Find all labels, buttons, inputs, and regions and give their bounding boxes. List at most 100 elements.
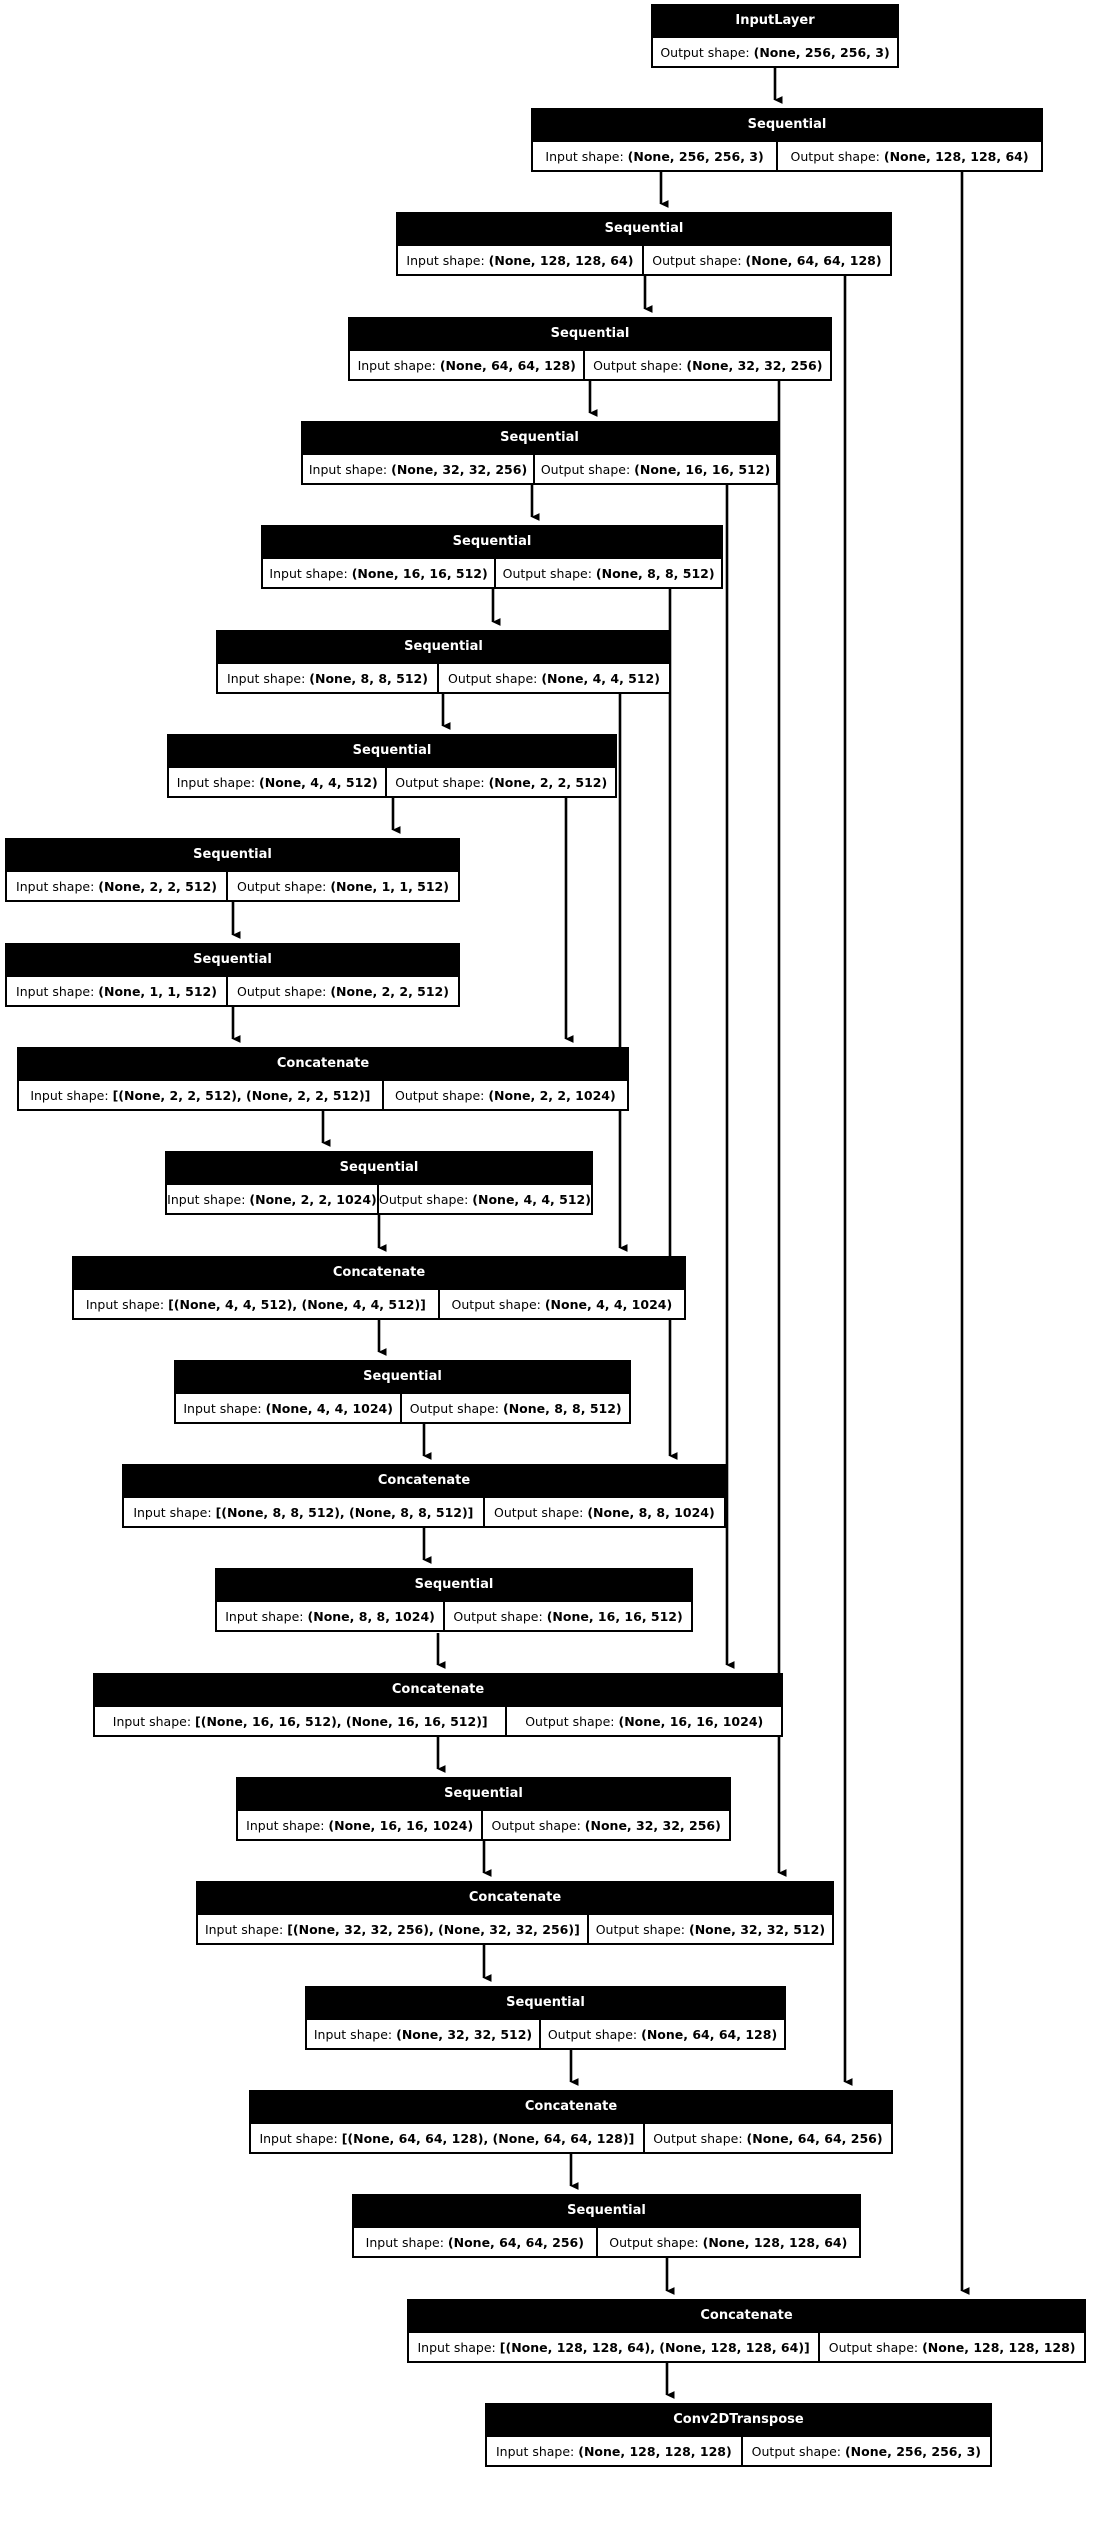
node-output-shape-value: (None, 2, 2, 512): [330, 983, 449, 999]
node-input-shape: Input shape: [(None, 2, 2, 512), (None, …: [19, 1079, 382, 1109]
node-input-shape-value: [(None, 16, 16, 512), (None, 16, 16, 512…: [195, 1713, 488, 1729]
node-input-shape-label: Input shape:: [357, 357, 436, 373]
node-output-shape-value: (None, 4, 4, 512): [541, 670, 660, 686]
node-output-shape-label: Output shape:: [547, 2026, 638, 2042]
node-output-shape-value: (None, 2, 2, 512): [488, 774, 608, 790]
node-input-shape: Input shape: (None, 64, 64, 256): [354, 2226, 596, 2256]
node-input-shape-value: [(None, 128, 128, 64), (None, 128, 128, …: [499, 2339, 810, 2355]
node-input-shape-value: (None, 16, 16, 1024): [328, 1817, 474, 1833]
node-input-shape-label: Input shape:: [495, 2443, 575, 2459]
node-shape-row: Input shape: [(None, 32, 32, 256), (None…: [198, 1913, 832, 1943]
node-output-shape-label: Output shape:: [525, 1713, 615, 1729]
node-input-shape: Input shape: (None, 128, 128, 128): [487, 2435, 741, 2465]
node-title: Concatenate: [409, 2301, 1084, 2331]
node-output-shape-value: (None, 128, 128, 64): [883, 148, 1029, 164]
node-title: Sequential: [169, 736, 615, 766]
node-title: Sequential: [350, 319, 830, 349]
node-input-shape-label: Input shape:: [176, 774, 256, 790]
node-input-shape-value: (None, 16, 16, 512): [351, 565, 488, 581]
node-shape-row: Input shape: (None, 8, 8, 512)Output sha…: [218, 662, 670, 692]
node-output-shape: Output shape: (None, 32, 32, 512): [586, 1913, 832, 1943]
node-input-shape-label: Input shape:: [259, 2130, 338, 2146]
node-output-shape-label: Output shape:: [751, 2443, 841, 2459]
node-input-shape-label: Input shape:: [133, 1504, 212, 1520]
node-output-shape: Output shape: (None, 16, 16, 512): [443, 1600, 691, 1630]
node-output-shape-value: (None, 16, 16, 1024): [618, 1713, 764, 1729]
node-output-shape-label: Output shape:: [448, 670, 538, 686]
node-output-shape-value: (None, 4, 4, 1024): [544, 1296, 673, 1312]
node-input-shape: Input shape: (None, 2, 2, 512): [7, 870, 226, 900]
node-shape-row: Input shape: (None, 32, 32, 512)Output s…: [307, 2018, 784, 2048]
node-input-shape-label: Input shape:: [308, 461, 388, 477]
node-output-shape-value: (None, 4, 4, 512): [472, 1191, 591, 1207]
node-title: Sequential: [303, 423, 776, 453]
node-output-shape-label: Output shape:: [237, 983, 327, 999]
node-output-shape: Output shape: (None, 8, 8, 512): [494, 557, 721, 587]
node-output-shape: Output shape: (None, 1, 1, 512): [225, 870, 459, 900]
node-title: Sequential: [176, 1362, 629, 1392]
node-shape-row: Output shape: (None, 256, 256, 3): [653, 36, 897, 66]
node-output-shape: Output shape: (None, 64, 64, 128): [641, 244, 891, 274]
node-shape-row: Input shape: (None, 128, 128, 64)Output …: [398, 244, 891, 274]
node-input-shape-label: Input shape:: [16, 878, 95, 894]
node-input-shape-label: Input shape:: [365, 2234, 444, 2250]
node-output-shape-label: Output shape:: [453, 1608, 543, 1624]
node-input-shape-value: (None, 4, 4, 512): [259, 774, 378, 790]
node-output-shape: Output shape: (None, 64, 64, 128): [538, 2018, 784, 2048]
node-shape-row: Input shape: (None, 1, 1, 512)Output sha…: [7, 975, 459, 1005]
node-shape-row: Input shape: (None, 4, 4, 512)Output sha…: [169, 766, 616, 796]
node-input-shape-label: Input shape:: [112, 1713, 192, 1729]
node-title: Concatenate: [95, 1675, 781, 1705]
node-title: Sequential: [7, 840, 458, 870]
node-output-shape: Output shape: (None, 4, 4, 512): [436, 662, 670, 692]
node-shape-row: Input shape: (None, 64, 64, 128)Output s…: [350, 349, 831, 379]
node-title: Sequential: [167, 1153, 591, 1183]
node-shape-row: Input shape: [(None, 128, 128, 64), (Non…: [409, 2331, 1085, 2361]
node-input-shape-label: Input shape:: [246, 1817, 325, 1833]
node-shape-row: Input shape: (None, 256, 256, 3)Output s…: [533, 140, 1042, 170]
node-title: Sequential: [238, 1779, 729, 1809]
node-input-shape-value: (None, 32, 32, 512): [396, 2026, 533, 2042]
node-output-shape: Output shape: (None, 128, 128, 64): [776, 140, 1042, 170]
node-output-shape-label: Output shape:: [494, 1504, 584, 1520]
node-input-shape-value: (None, 8, 8, 512): [309, 670, 428, 686]
node-input-shape-value: (None, 128, 128, 128): [578, 2443, 732, 2459]
node-input-shape-value: (None, 32, 32, 256): [391, 461, 528, 477]
node-output-shape-label: Output shape:: [409, 1400, 500, 1416]
node-input-shape: Input shape: [(None, 4, 4, 512), (None, …: [74, 1288, 438, 1318]
node-input-shape-value: [(None, 64, 64, 128), (None, 64, 64, 128…: [341, 2130, 635, 2146]
node-input-shape: Input shape: [(None, 16, 16, 512), (None…: [95, 1705, 506, 1735]
node-output-shape: Output shape: (None, 128, 128, 64): [595, 2226, 860, 2256]
node-output-shape-value: (None, 32, 32, 512): [689, 1921, 826, 1937]
node-output-shape: Output shape: (None, 8, 8, 1024): [482, 1496, 725, 1526]
node-output-shape-value: (None, 16, 16, 512): [546, 1608, 683, 1624]
node-input-shape-label: Input shape:: [183, 1400, 262, 1416]
node-input-shape-value: (None, 64, 64, 256): [447, 2234, 584, 2250]
node-output-shape-label: Output shape:: [609, 2234, 699, 2250]
